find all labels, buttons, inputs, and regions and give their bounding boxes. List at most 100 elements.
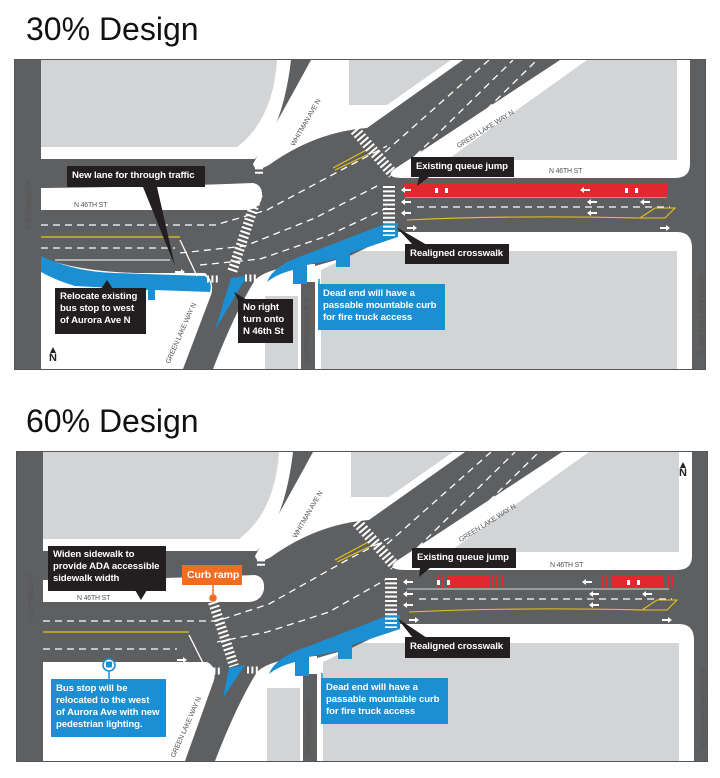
bus-only-marking	[625, 188, 628, 193]
callout-line: of Aurora Ave with new	[56, 707, 160, 718]
center-line-yellow	[408, 599, 679, 613]
design-60-map: N 46TH ST N 46TH ST AURORA AVE N WHITMAN…	[16, 451, 708, 762]
street-label-whitman-bottom: WHITMAN AVE N	[306, 701, 313, 754]
right-arrow-marking	[177, 657, 187, 663]
street-label-woodland: WOODLAND PARK AVE N	[699, 668, 706, 748]
callout-line: Dead end will have a	[326, 682, 418, 693]
lane-line-dashed	[426, 60, 538, 169]
callout-line: for fire truck access	[323, 312, 413, 323]
callout-line: Dead end will have a	[323, 288, 415, 299]
callout-pointer	[101, 280, 113, 289]
new-sidewalk-east	[269, 615, 400, 676]
callout-line: Widen sidewalk to	[53, 549, 135, 560]
design-30-map: N 46TH ST N 46TH ST AURORA AVE N WHITMAN…	[14, 59, 706, 370]
callout-realigned-crosswalk: Realigned crosswalk	[405, 244, 509, 264]
callout-line: passable mountable curb	[323, 300, 437, 311]
callout-line: relocated to the west	[56, 695, 150, 706]
left-arrow-marking	[580, 187, 590, 193]
curb-ramp-marker	[209, 594, 217, 602]
bus-lane-stripe	[602, 575, 604, 588]
bus-lane-red	[404, 183, 667, 197]
crosswalk	[350, 126, 398, 178]
callout-line: pedestrian lighting.	[56, 719, 143, 730]
whitman-road-south	[303, 674, 317, 761]
right-arrow-marking	[409, 617, 419, 623]
left-arrow-marking	[640, 199, 650, 205]
left-arrow-marking	[587, 199, 597, 205]
callout-line: Bus stop will be	[56, 683, 128, 694]
north-arrow-icon: N	[677, 462, 689, 479]
callout-realigned-crosswalk: Realigned crosswalk	[405, 637, 510, 658]
left-arrow-marking	[403, 591, 413, 597]
lane-line-dashed	[41, 145, 388, 226]
lane-line-dashed	[43, 537, 390, 622]
left-arrow-marking	[401, 187, 411, 193]
callout-line: of Aurora Ave N	[60, 315, 131, 326]
callout-line: for fire truck access	[326, 706, 416, 717]
callout-line: bus stop to west	[60, 303, 135, 314]
lane-line-dashed	[408, 452, 516, 557]
widened-sidewalk-bottom-left	[41, 256, 211, 300]
stop-bar	[179, 239, 198, 277]
callout-line: provide ADA accessible	[53, 561, 160, 572]
lane-line-dashed	[406, 60, 514, 165]
lane-line-dashed	[428, 452, 540, 561]
left-arrow-marking	[403, 579, 413, 585]
bus-lane-stripe	[441, 575, 443, 588]
callout-line: N 46th St	[243, 326, 284, 337]
yellow-median-marking	[332, 147, 374, 171]
left-arrow-marking	[582, 579, 592, 585]
design-30-title: 30% Design	[26, 11, 199, 47]
callout-relocate-bus-stop: Relocate existing bus stop to west of Au…	[55, 288, 146, 334]
right-arrow-marking	[175, 269, 185, 275]
callout-queue-jump: Existing queue jump	[412, 548, 516, 568]
bus-only-marking	[435, 188, 438, 193]
left-arrow-marking	[401, 199, 411, 205]
callout-dead-end: Dead end will have a passable mountable …	[318, 284, 445, 330]
callout-pointer	[135, 590, 147, 600]
lane-line-dashed	[199, 207, 388, 266]
callout-line: Relocate existing	[60, 291, 138, 302]
street-label-n46th-west: N 46TH ST	[77, 595, 111, 602]
street-label-n46th-east: N 46TH ST	[550, 562, 584, 569]
callout-line: turn onto	[243, 314, 285, 325]
north-label: N	[679, 467, 687, 479]
north-arrow-icon: N	[47, 347, 59, 364]
bus-only-marking	[437, 580, 440, 585]
lane-line-dashed	[216, 579, 386, 643]
street-label-n46th-east: N 46TH ST	[549, 168, 583, 175]
block-bottom-middle	[267, 688, 300, 761]
callout-bus-stop-relocated: Bus stop will be relocated to the west o…	[51, 679, 166, 737]
callout-dead-end: Dead end will have a passable mountable …	[321, 678, 448, 724]
callout-pointer	[417, 177, 429, 186]
yellow-median-marking	[334, 539, 376, 563]
bus-icon-glyph	[106, 661, 112, 668]
bus-lane-stripe	[671, 575, 673, 588]
street-label-woodland: WOODLAND PARK AVE N	[697, 274, 704, 354]
block-bottom-right	[321, 251, 677, 369]
bus-lane-stripe	[492, 575, 494, 588]
stop-bar	[188, 634, 206, 668]
left-arrow-marking	[642, 591, 652, 597]
bus-lane-stripe	[667, 575, 669, 588]
callout-pointer	[234, 292, 247, 300]
callout-curb-ramp: Curb ramp	[182, 565, 242, 585]
right-arrow-marking	[660, 225, 670, 231]
street-label-aurora: AURORA AVE N	[26, 574, 33, 624]
bus-only-marking	[635, 188, 638, 193]
callout-no-right-turn: No right turn onto N 46th St	[238, 299, 293, 343]
design-60-title: 60% Design	[26, 403, 199, 439]
sidewalk-extension-greenlake	[223, 665, 245, 698]
block-top-left	[43, 452, 279, 539]
new-sidewalk-east	[267, 223, 398, 284]
bus-lane-stripe	[606, 575, 608, 588]
callout-queue-jump: Existing queue jump	[411, 157, 514, 177]
bus-lane-stripe	[496, 575, 498, 588]
street-label-aurora: AURORA AVE N	[24, 180, 31, 230]
left-arrow-marking	[587, 210, 597, 216]
left-arrow-marking	[403, 602, 413, 608]
bus-only-marking	[637, 580, 640, 585]
bus-only-marking	[447, 580, 450, 585]
sidewalk-extension-greenlake	[215, 276, 247, 330]
callout-pointer	[397, 618, 427, 638]
